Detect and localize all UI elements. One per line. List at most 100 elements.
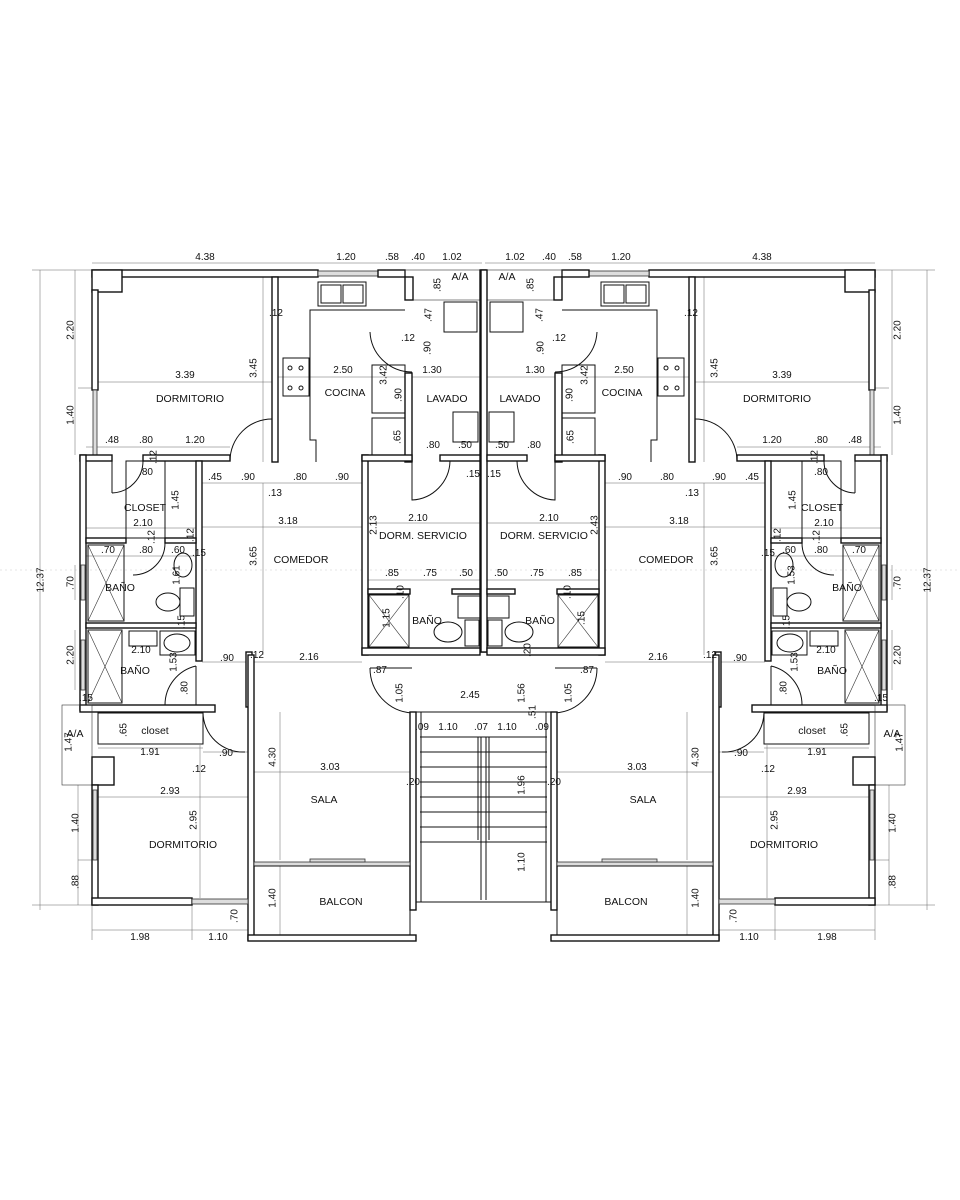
dimension-label: 2.13 <box>369 515 380 535</box>
dimension-label: .12 <box>810 450 821 464</box>
dimension-label: .87 <box>373 665 387 676</box>
dimension-label: 1.30 <box>525 365 545 376</box>
dimension-label: 2.93 <box>787 786 807 797</box>
dimension-label: .60 <box>782 545 796 556</box>
dimension-label: .75 <box>530 568 544 579</box>
stair-dimension-label: 1.10 <box>497 722 517 733</box>
dimension-label: 2.20 <box>66 320 77 340</box>
dimension-label: .88 <box>888 875 899 889</box>
dimension-label: .20 <box>547 777 561 788</box>
dimension-label: 4.38 <box>195 252 215 263</box>
dimension-label: 1.53 <box>787 565 798 585</box>
dimension-label: .12 <box>552 333 566 344</box>
room-label: SALA <box>630 794 657 806</box>
dimension-label: .50 <box>495 440 509 451</box>
dimension-label: 1.30 <box>422 365 442 376</box>
stair-dimension-label: .51 <box>528 705 539 719</box>
stair-dimension-label: .07 <box>474 722 488 733</box>
stair-dimension-label: 1.10 <box>517 852 528 872</box>
dimension-label: .90 <box>733 653 747 664</box>
dimension-label: 1.10 <box>739 932 759 943</box>
dimension-label: .88 <box>71 875 82 889</box>
dimension-label: .13 <box>685 488 699 499</box>
dimension-label: 1.98 <box>817 932 837 943</box>
room-label: DORMITORIO <box>156 393 224 405</box>
dimension-label: 2.10 <box>131 645 151 656</box>
dimension-label: .90 <box>219 748 233 759</box>
room-label: A/A <box>67 728 84 740</box>
dimension-label: 1.40 <box>888 813 899 833</box>
stair-dimension-label: .09 <box>535 722 549 733</box>
room-label: COMEDOR <box>639 554 694 566</box>
dimension-label: .80 <box>180 681 191 695</box>
dimension-label: .12 <box>684 308 698 319</box>
dimension-label: .90 <box>241 472 255 483</box>
room-label: A/A <box>452 271 469 283</box>
dimension-label: 1.02 <box>442 252 462 263</box>
dimension-label: .85 <box>385 568 399 579</box>
dimension-label: .12 <box>147 530 158 544</box>
dimension-label: 3.65 <box>249 546 260 566</box>
dimension-label: .80 <box>660 472 674 483</box>
dimension-label: 1.20 <box>185 435 205 446</box>
dimension-label: .58 <box>385 252 399 263</box>
room-label: closet <box>798 725 826 737</box>
room-label: A/A <box>884 728 901 740</box>
dimension-label: .80 <box>293 472 307 483</box>
dimension-label: 2.50 <box>614 365 634 376</box>
dimension-label: .58 <box>568 252 582 263</box>
dimension-label: .65 <box>840 723 851 737</box>
dimension-label: 1.40 <box>66 405 77 425</box>
dimension-label: 4.30 <box>268 747 279 767</box>
dimension-label: .70 <box>893 576 904 590</box>
dimension-label: .13 <box>268 488 282 499</box>
room-label: BAÑO <box>525 614 555 627</box>
room-label: LAVADO <box>426 393 467 405</box>
dimension-label: .40 <box>411 252 425 263</box>
dimension-label: .12 <box>269 308 283 319</box>
dimension-label: 1.98 <box>130 932 150 943</box>
dimension-label: .90 <box>220 653 234 664</box>
dimension-label: .70 <box>729 909 740 923</box>
stair-dimension-label: .09 <box>415 722 429 733</box>
dimension-label: .12 <box>812 530 823 544</box>
dimension-label: .75 <box>423 568 437 579</box>
dimension-label: .90 <box>536 341 547 355</box>
dimension-label: .80 <box>814 467 828 478</box>
dimension-label: .70 <box>230 909 241 923</box>
dimension-label: .90 <box>423 341 434 355</box>
dimension-label: .45 <box>745 472 759 483</box>
dimension-label: .20 <box>406 777 420 788</box>
dimension-label: 1.53 <box>790 652 801 672</box>
dimension-label: .80 <box>779 681 790 695</box>
dimension-label: .47 <box>424 308 435 322</box>
dimension-label: .12 <box>250 650 264 661</box>
dimension-label: 2.43 <box>590 515 601 535</box>
dimension-label: 1.45 <box>788 490 799 510</box>
room-label: BAÑO <box>832 581 862 594</box>
dimension-label: .12 <box>761 764 775 775</box>
dimension-label: .48 <box>105 435 119 446</box>
dimension-label: .85 <box>568 568 582 579</box>
dimension-label: 1.91 <box>140 747 160 758</box>
dimension-label: .15 <box>79 693 93 704</box>
dimension-label: .65 <box>393 430 404 444</box>
dimension-label: .45 <box>208 472 222 483</box>
dimension-label: .15 <box>577 611 588 625</box>
dimension-label: 4.30 <box>691 747 702 767</box>
dimension-label: .70 <box>852 545 866 556</box>
dimension-lines <box>32 262 482 940</box>
dimension-label: .10 <box>396 585 407 599</box>
room-label: closet <box>141 725 169 737</box>
dimension-label: .85 <box>433 278 444 292</box>
dimension-label: 1.47 <box>895 732 906 752</box>
dimension-label: 2.16 <box>299 652 319 663</box>
room-label: COCINA <box>602 387 643 399</box>
dimension-label: .15 <box>874 693 888 704</box>
dimension-label: 1.05 <box>395 683 406 703</box>
dimension-label: .65 <box>119 723 130 737</box>
dimension-label: 3.39 <box>175 370 195 381</box>
dimension-label: 2.10 <box>816 645 836 656</box>
room-label: BAÑO <box>412 614 442 627</box>
